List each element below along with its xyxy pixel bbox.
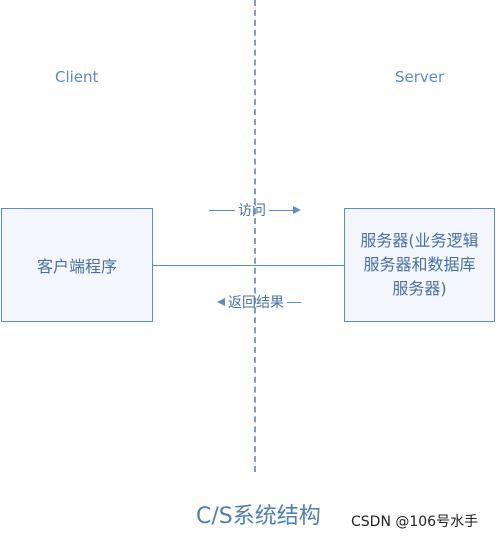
diagram-title: C/S系统结构 [196,504,321,529]
server-text-line-1: 服务器(业务逻辑 [360,231,479,250]
client-program-text: 客户端程序 [36,257,117,276]
arrow-left-icon [217,298,225,306]
server-box: 服务器(业务逻辑 服务器和数据库 服务器) [344,208,495,322]
client-server-connector [153,265,344,266]
request-arrow: 访问 [209,200,301,220]
response-arrow: 返回结果 [217,292,301,312]
response-arrow-line [287,301,301,303]
client-label: Client [55,68,99,86]
watermark: CSDN @106号水手 [349,511,481,531]
arrow-right-icon [293,206,301,214]
server-text-line-2: 服务器和数据库 [363,255,476,274]
server-label: Server [395,68,445,86]
client-server-divider [254,0,256,472]
request-arrow-line-right [269,209,293,211]
response-arrow-label: 返回结果 [228,295,284,311]
request-arrow-line-left [209,209,235,211]
request-arrow-label: 访问 [238,203,266,219]
server-text-line-3: 服务器) [392,279,447,298]
client-program-box: 客户端程序 [1,208,153,322]
